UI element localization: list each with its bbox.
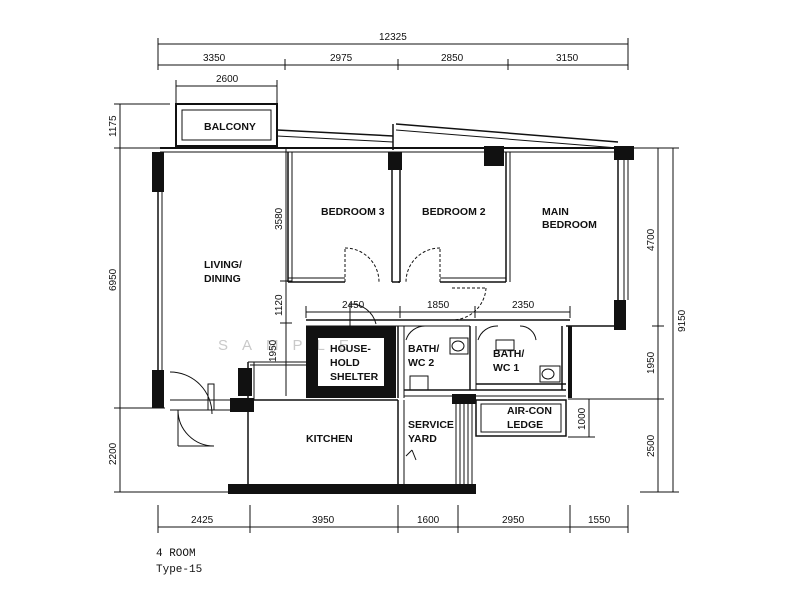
dim-bottom-3: 1600 bbox=[417, 515, 440, 526]
room-label-service-line1: SERVICE bbox=[408, 419, 454, 431]
room-label-bath2-line1: BATH/ bbox=[408, 343, 439, 355]
dim-right-bedroom: 4700 bbox=[646, 228, 657, 251]
dim-bottom-5: 1550 bbox=[588, 515, 611, 526]
dimension-labels: 12325 3350 2975 2850 3150 2600 2425 3950… bbox=[108, 32, 688, 526]
dim-corridor-depth: 1120 bbox=[274, 294, 285, 316]
bath-fixtures bbox=[409, 337, 561, 391]
dim-bottom-2: 3950 bbox=[312, 515, 335, 526]
dim-bottom-1: 2425 bbox=[191, 515, 214, 526]
dim-mid-2: 1850 bbox=[427, 300, 450, 311]
room-label-kitchen: KITCHEN bbox=[306, 433, 353, 445]
dim-right-total: 9150 bbox=[677, 309, 688, 332]
unit-type-caption: 4 ROOM bbox=[156, 548, 196, 560]
dim-shelter-depth: 1950 bbox=[268, 339, 279, 362]
dimension-lines bbox=[114, 38, 679, 533]
room-label-main-bedroom-line1: MAIN bbox=[542, 206, 569, 218]
room-label-living-line2: DINING bbox=[204, 273, 241, 285]
dim-right-kitchen: 2500 bbox=[646, 434, 657, 457]
dim-top-2: 2975 bbox=[330, 53, 353, 64]
door-swings bbox=[169, 247, 537, 461]
walls bbox=[157, 103, 629, 488]
dim-top-3: 2850 bbox=[441, 53, 464, 64]
structural-columns bbox=[152, 146, 634, 494]
room-label-bath1-line2: WC 1 bbox=[493, 362, 519, 374]
dim-left-balcony: 1175 bbox=[108, 115, 119, 137]
dim-total-width: 12325 bbox=[379, 32, 407, 43]
room-label-service-line2: YARD bbox=[408, 433, 437, 445]
room-label-bedroom2: BEDROOM 2 bbox=[422, 206, 486, 218]
room-label-aircon-line2: LEDGE bbox=[507, 419, 543, 431]
room-label-bedroom3: BEDROOM 3 bbox=[321, 206, 385, 218]
dim-bottom-4: 2950 bbox=[502, 515, 525, 526]
room-label-bath2-line2: WC 2 bbox=[408, 357, 434, 369]
room-label-shelter-line2: HOLD bbox=[330, 357, 360, 369]
dim-aircon-depth: 1000 bbox=[577, 407, 588, 430]
dim-balcony-width: 2600 bbox=[216, 74, 239, 85]
dim-mid-3: 2350 bbox=[512, 300, 535, 311]
room-label-main-bedroom-line2: BEDROOM bbox=[542, 219, 597, 231]
room-label-shelter-line1: HOUSE- bbox=[330, 343, 371, 355]
unit-model-caption: Type-15 bbox=[156, 564, 203, 576]
room-label-aircon-line1: AIR-CON bbox=[507, 405, 552, 417]
dim-right-bath: 1950 bbox=[646, 351, 657, 374]
dim-top-4: 3150 bbox=[556, 53, 579, 64]
dim-top-1: 3350 bbox=[203, 53, 226, 64]
room-label-shelter-line3: SHELTER bbox=[330, 371, 379, 383]
room-label-living-line1: LIVING/ bbox=[204, 259, 242, 271]
dim-left-living: 6950 bbox=[108, 268, 119, 291]
dim-bedroom-depth: 3580 bbox=[274, 207, 285, 230]
room-labels: BALCONY BEDROOM 3 BEDROOM 2 MAIN BEDROOM… bbox=[204, 121, 597, 445]
room-label-balcony: BALCONY bbox=[204, 121, 256, 133]
dim-left-kitchen: 2200 bbox=[108, 442, 119, 465]
room-label-bath1-line1: BATH/ bbox=[493, 348, 524, 360]
dim-mid-1: 2450 bbox=[342, 300, 365, 311]
